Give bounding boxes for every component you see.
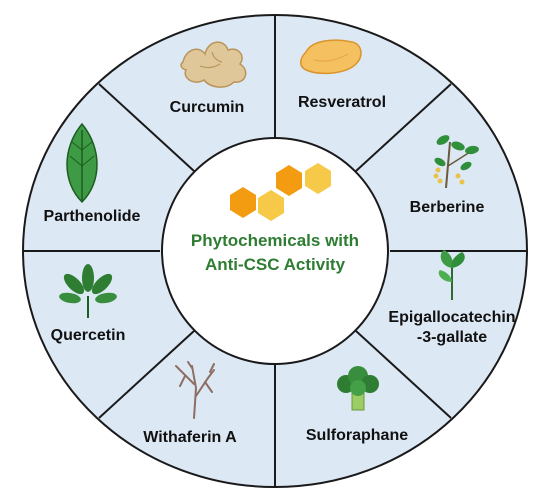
label-resveratrol: Resveratrol bbox=[298, 94, 386, 111]
divider-bottom-right bbox=[355, 330, 452, 419]
divider-bottom-left bbox=[98, 330, 195, 419]
palmate-leaf-icon bbox=[59, 264, 117, 318]
center-title-line1: Phytochemicals with bbox=[191, 231, 359, 250]
segment-dividers bbox=[23, 15, 527, 487]
label-curcumin: Curcumin bbox=[170, 99, 245, 116]
divider-top-left bbox=[98, 83, 195, 172]
hexagon-molecule-icon bbox=[230, 163, 331, 221]
divider-top-right bbox=[355, 83, 452, 172]
center-title-line2: Anti-CSC Activity bbox=[205, 255, 346, 274]
center-circle bbox=[161, 137, 389, 365]
withania-root-icon bbox=[175, 361, 215, 419]
label-berberine: Berberine bbox=[410, 199, 485, 216]
green-leaf-icon bbox=[66, 122, 98, 204]
hexagon-1 bbox=[230, 187, 256, 218]
hexagon-2 bbox=[258, 190, 284, 221]
grape-skin-icon bbox=[300, 39, 362, 75]
tea-leaf-icon bbox=[438, 250, 465, 300]
label-egcg-line2: -3-gallate bbox=[417, 329, 487, 346]
label-quercetin: Quercetin bbox=[51, 327, 126, 344]
hexagon-3 bbox=[276, 165, 302, 196]
label-sulforaphane: Sulforaphane bbox=[306, 427, 408, 444]
berberis-plant-icon bbox=[433, 135, 479, 189]
label-parthenolide: Parthenolide bbox=[44, 208, 141, 225]
hexagon-4 bbox=[305, 163, 331, 194]
label-egcg-line1: Epigallocatechin bbox=[388, 309, 515, 326]
ginger-root-icon bbox=[180, 41, 247, 88]
broccoli-icon bbox=[337, 366, 379, 411]
label-withaferin: Withaferin A bbox=[143, 429, 237, 446]
